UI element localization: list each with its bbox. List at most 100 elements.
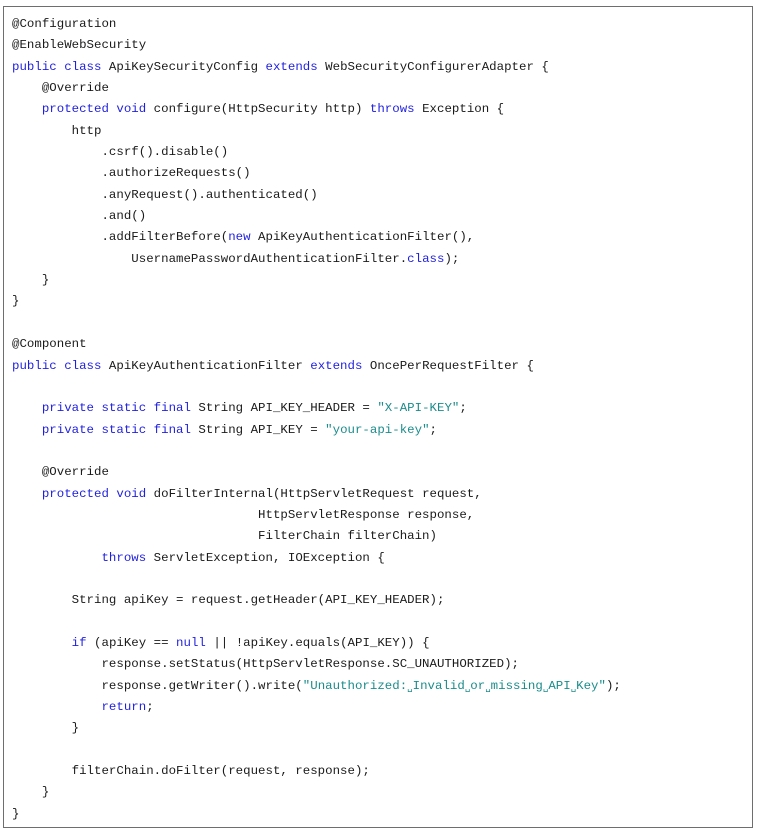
keyword-token: throws <box>101 550 147 565</box>
code-token: .authorizeRequests() <box>12 166 251 181</box>
visible-space-glyph: ␣ <box>485 682 491 693</box>
code-line <box>12 740 621 761</box>
code-token: response.setStatus(HttpServletResponse.S… <box>12 657 519 672</box>
code-line: UsernamePasswordAuthenticationFilter.cla… <box>12 249 621 270</box>
code-line: @Configuration <box>12 14 621 35</box>
code-token: doFilterInternal(HttpServletRequest requ… <box>146 486 482 501</box>
code-token: configure(HttpSecurity http) <box>146 102 370 117</box>
string-token: "your-api-key" <box>325 422 430 437</box>
code-line: } <box>12 291 621 312</box>
keyword-token: if <box>71 635 87 650</box>
visible-space-glyph: ␣ <box>542 682 549 693</box>
code-line: } <box>12 718 621 739</box>
code-token: } <box>12 806 20 821</box>
code-token: OncePerRequestFilter { <box>362 358 534 373</box>
code-line: @Override <box>12 78 621 99</box>
string-token: "X-API-KEY" <box>377 401 460 416</box>
code-token <box>12 423 42 437</box>
code-token: @EnableWebSecurity <box>12 38 147 53</box>
code-token: HttpServletResponse response, <box>12 507 475 522</box>
code-token <box>12 102 42 116</box>
visible-space-glyph: ␣ <box>464 682 471 693</box>
keyword-token: return <box>101 700 147 714</box>
code-line: response.setStatus(HttpServletResponse.S… <box>12 654 621 675</box>
code-token: @Component <box>12 337 87 352</box>
code-token: (apiKey == <box>86 635 177 650</box>
keyword-token: extends <box>310 358 363 373</box>
code-line: throws ServletException, IOException { <box>12 548 621 569</box>
code-token: String API_KEY = <box>190 422 326 437</box>
code-listing-frame: @Configuration @EnableWebSecurity public c… <box>3 6 753 828</box>
code-token <box>12 551 101 565</box>
string-token: API <box>548 678 571 693</box>
code-token: ApiKeyAuthenticationFilter(), <box>250 230 475 245</box>
code-token: } <box>12 294 20 309</box>
code-token: || !apiKey.equals(API_KEY)) { <box>205 635 430 650</box>
code-line: http <box>12 121 621 142</box>
code-token: ApiKeyAuthenticationFilter <box>101 358 311 373</box>
code-token: .and() <box>12 209 147 224</box>
code-line: } <box>12 782 621 803</box>
code-line: response.getWriter().write("Unauthorized… <box>12 676 621 697</box>
code-token: ; <box>459 401 467 416</box>
code-line <box>12 313 621 334</box>
keyword-token: protected void <box>41 102 147 117</box>
keyword-token: new <box>228 230 251 245</box>
code-line: HttpServletResponse response, <box>12 505 621 526</box>
keyword-token: null <box>176 635 206 650</box>
code-line: @EnableWebSecurity <box>12 35 621 56</box>
code-line: @Override <box>12 462 621 483</box>
code-line: protected void configure(HttpSecurity ht… <box>12 99 621 120</box>
code-line: filterChain.doFilter(request, response); <box>12 761 621 782</box>
code-token: filterChain.doFilter(request, response); <box>12 764 370 779</box>
code-token: .addFilterBefore( <box>12 230 229 245</box>
code-token: ApiKeySecurityConfig <box>101 59 266 74</box>
code-line: } <box>12 270 621 291</box>
code-token: ; <box>429 422 438 437</box>
code-line: protected void doFilterInternal(HttpServ… <box>12 484 621 505</box>
code-token: .csrf().disable() <box>12 145 229 160</box>
code-token: FilterChain filterChain) <box>12 529 437 544</box>
visible-space-glyph: ␣ <box>570 682 577 693</box>
code-token: @Override <box>12 81 109 96</box>
code-token: ); <box>605 678 621 693</box>
string-token: Key" <box>576 678 606 693</box>
string-token: missing <box>490 678 543 693</box>
keyword-token: throws <box>369 102 415 117</box>
keyword-token: private static final <box>41 422 191 437</box>
keyword-token: public class <box>12 59 102 74</box>
code-line: .addFilterBefore(new ApiKeyAuthenticatio… <box>12 227 621 248</box>
code-token: http <box>12 123 102 138</box>
code-token: Exception { <box>414 102 505 117</box>
code-line: @Component <box>12 334 621 355</box>
code-block: @Configuration @EnableWebSecurity public c… <box>12 14 621 825</box>
code-token <box>12 636 72 650</box>
code-token: ; <box>146 700 154 714</box>
string-token: "Unauthorized: <box>302 678 408 693</box>
code-token <box>12 487 42 501</box>
string-token: or <box>470 678 486 693</box>
code-token: String apiKey = request.getHeader(API_KE… <box>12 593 445 608</box>
code-line: private static final String API_KEY_HEAD… <box>12 398 621 419</box>
code-line: return; <box>12 697 621 718</box>
keyword-token: public class <box>12 358 102 373</box>
code-token: UsernamePasswordAuthenticationFilter. <box>12 251 408 266</box>
code-line: FilterChain filterChain) <box>12 526 621 547</box>
keyword-token: extends <box>265 59 318 74</box>
code-token: @Configuration <box>12 17 117 31</box>
code-line: .authorizeRequests() <box>12 163 621 184</box>
code-token: } <box>12 721 80 736</box>
code-line: .csrf().disable() <box>12 142 621 163</box>
code-token: } <box>12 785 50 800</box>
code-token: ServletException, IOException { <box>146 550 385 565</box>
code-line: .and() <box>12 206 621 227</box>
code-token: ); <box>444 251 460 266</box>
code-line <box>12 377 621 398</box>
keyword-token: protected void <box>41 486 147 501</box>
code-line: String apiKey = request.getHeader(API_KE… <box>12 590 621 611</box>
code-line <box>12 569 621 590</box>
code-line: private static final String API_KEY = "y… <box>12 420 621 441</box>
code-token: } <box>12 273 50 288</box>
code-token: .anyRequest().authenticated() <box>12 187 318 202</box>
code-token: response.getWriter().write( <box>12 678 303 693</box>
